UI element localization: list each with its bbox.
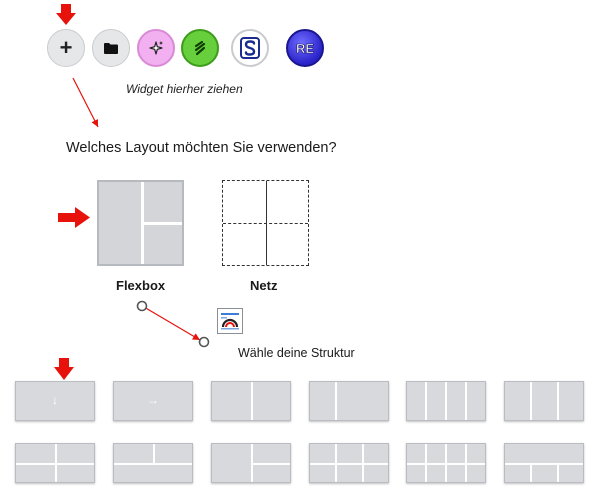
layout-question: Welches Layout möchten Sie verwenden? [66, 140, 337, 156]
s-plugin-button[interactable] [231, 29, 269, 67]
structure-divider [114, 463, 192, 465]
structure-option-four-by-two[interactable] [406, 443, 486, 483]
lightning-stripes-icon [194, 40, 206, 56]
pointer-line [72, 77, 99, 128]
grid-label: Netz [250, 278, 278, 293]
structure-divider [335, 382, 337, 420]
structure-divider [425, 382, 427, 420]
structure-option-mixed[interactable] [504, 443, 584, 483]
structure-option-two-columns[interactable] [211, 381, 291, 421]
image-icon [221, 313, 239, 330]
structure-divider [16, 463, 94, 465]
connector-handle [136, 300, 148, 312]
re-logo-icon: RE [296, 41, 315, 57]
right-arrow-icon: → [147, 393, 159, 407]
svg-text:RE: RE [296, 41, 314, 56]
structure-divider [530, 465, 532, 482]
flexbox-divider [144, 222, 182, 225]
structure-option-column[interactable]: ↓ [15, 381, 95, 421]
structure-divider [407, 463, 485, 465]
structure-option-four-columns[interactable] [406, 381, 486, 421]
drop-widget-hint: Widget hierher ziehen [126, 82, 243, 96]
structure-divider [445, 382, 447, 420]
structure-divider [530, 382, 532, 420]
re-plugin-button[interactable]: RE [286, 29, 324, 67]
structure-divider [557, 382, 559, 420]
structure-divider [251, 444, 253, 482]
structure-divider [465, 382, 467, 420]
structure-heading: Wähle deine Struktur [238, 346, 355, 360]
structure-divider [253, 463, 290, 465]
connector-handle [198, 336, 210, 348]
structure-divider [557, 465, 559, 482]
structure-screenshot-icon [217, 308, 243, 334]
add-widget-button[interactable]: + [47, 29, 85, 67]
structure-divider [251, 382, 253, 420]
plus-icon: + [59, 35, 73, 60]
ai-assistant-button[interactable] [137, 29, 175, 67]
structure-option-row[interactable]: → [113, 381, 193, 421]
structure-option-two-by-two[interactable] [15, 443, 95, 483]
structure-divider [505, 463, 583, 465]
red-down-arrow-icon [56, 4, 76, 25]
sparkle-icon [149, 41, 163, 55]
structure-option-three-columns[interactable] [504, 381, 584, 421]
down-arrow-icon: ↓ [52, 393, 58, 407]
structure-option-three-by-two[interactable] [309, 443, 389, 483]
red-down-arrow-icon [54, 358, 74, 380]
s-logo-icon [240, 37, 260, 59]
structure-divider [153, 444, 155, 463]
grid-divider [223, 223, 308, 224]
green-plugin-button[interactable] [181, 29, 219, 67]
structure-option-top-split-bottom[interactable] [113, 443, 193, 483]
red-right-arrow-icon [58, 207, 90, 228]
grid-layout-option[interactable] [222, 180, 309, 266]
structure-divider [310, 463, 388, 465]
template-library-button[interactable] [92, 29, 130, 67]
structure-option-narrow-wide[interactable] [309, 381, 389, 421]
flexbox-layout-option[interactable] [97, 180, 184, 266]
folder-icon [104, 42, 118, 54]
structure-option-left-right-split[interactable] [211, 443, 291, 483]
flexbox-label: Flexbox [116, 278, 166, 293]
flexbox-divider [141, 182, 144, 264]
pointer-line [143, 306, 201, 341]
